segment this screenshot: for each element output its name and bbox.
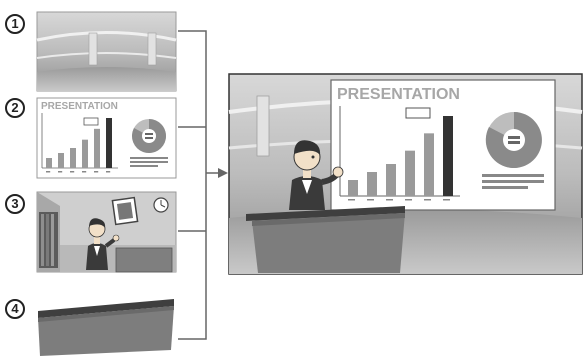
chart-bar [94,128,100,168]
chart-bar [70,148,76,168]
chart-bar [405,150,415,196]
chart-bar [58,153,64,168]
chart-tick-label [70,171,75,173]
step-number-4: 4 [5,299,25,319]
chart-tick-label [386,199,393,201]
step-number-2: 2 [5,98,25,118]
panel-background [36,11,177,92]
chart-bar [82,139,88,168]
chart-tick-label [443,199,450,201]
chart-tick-label [424,199,431,201]
chart-bar [386,164,396,196]
composite-result: PRESENTATION [228,73,583,275]
panel-desk [38,299,174,356]
arrow-right-icon [218,168,228,178]
chart-tick-label [58,171,63,173]
bar-chart-large [348,116,453,201]
chart-tick-label [94,171,99,173]
chart-bar [443,116,453,196]
chart-tick-label [367,199,374,201]
chart-tick-label [106,171,111,173]
presentation-title-small: PRESENTATION [41,101,118,112]
step-number-3: 3 [5,194,25,214]
panel-presentation: PRESENTATION [36,97,177,179]
bar-chart-small [46,118,112,173]
chart-bar [348,180,358,196]
merge-bracket [178,30,218,340]
chart-bar [46,158,52,168]
chart-tick-label [348,199,355,201]
panel-presenter [36,191,177,273]
step-number-1: 1 [5,14,25,34]
chart-tick-label [82,171,87,173]
chart-bar [367,172,377,196]
chart-tick-label [405,199,412,201]
presentation-title: PRESENTATION [337,86,460,103]
chart-bar [424,133,434,196]
chart-tick-label [46,171,51,173]
chart-bar [106,118,112,168]
